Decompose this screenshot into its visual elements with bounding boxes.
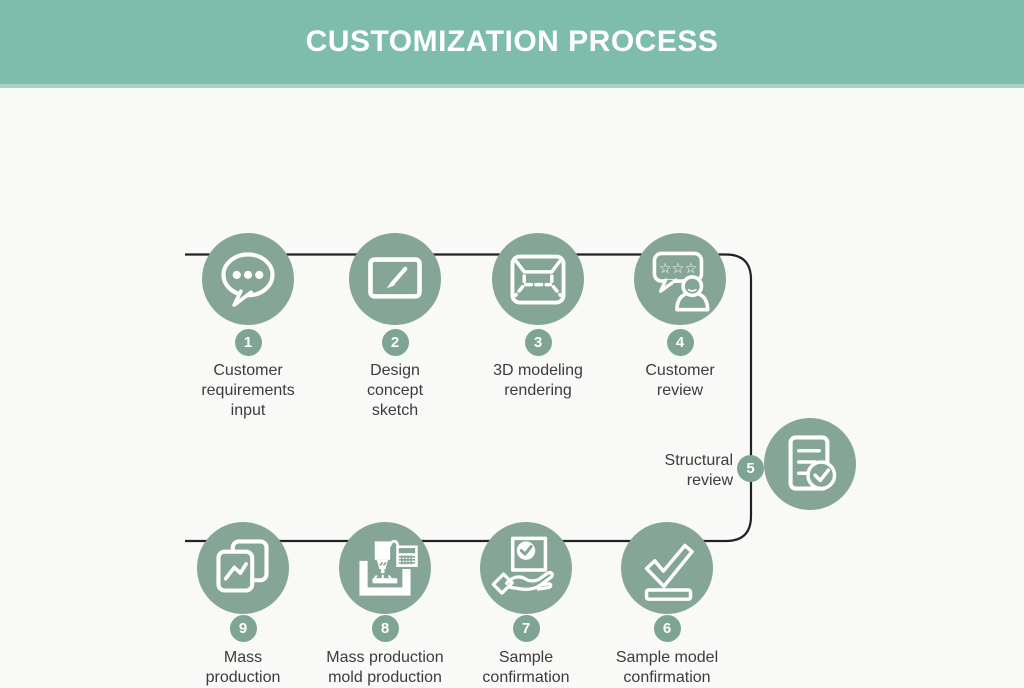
step-3-label: 3D modeling rendering [453,361,623,401]
step-9-icon-circle [197,522,289,614]
customer-review-icon: ☆☆☆ [652,251,710,312]
step-7-icon-circle [480,522,572,614]
step-2-number-badge: 2 [381,329,409,356]
step-1-icon-circle [202,233,294,325]
step-6-icon-circle [621,522,713,614]
step-5-icon-circle [764,418,856,510]
chat-bubble-icon [221,252,275,307]
step-4-number-badge: 4 [666,329,694,356]
step-2-label: Design concept sketch [310,361,480,421]
mold-machine-icon [359,539,418,596]
label-line: requirements [201,382,295,399]
label-line: Design [370,362,420,379]
label-line: sketch [371,402,419,419]
step-1-number-badge: 1 [234,329,262,356]
step-2-icon-circle [349,233,441,325]
label-line: 3D modeling [493,362,583,379]
step-4-icon-circle: ☆☆☆ [634,233,726,325]
label-line: review [656,382,704,399]
step-9-number-badge: 9 [229,615,257,642]
sample-model-check-icon [644,543,694,601]
step-6-number-badge: 6 [653,615,681,642]
sketch-tablet-icon [368,257,422,299]
label-line: review [686,472,733,489]
review-stars: ☆☆☆ [659,261,697,277]
label-line: production [205,669,281,686]
step-3-number-badge: 3 [524,329,552,356]
sample-in-hand-icon [491,536,554,595]
label-line: input [230,402,266,419]
step-8-icon-circle [339,522,431,614]
label-line: Structural [664,452,733,469]
step-5-number-badge: 5 [737,455,764,482]
process-diagram: 1 Customer requirements input 2 Design c… [0,88,1024,686]
page-title: CUSTOMIZATION PROCESS [305,25,719,58]
step-8-number-badge: 8 [371,615,399,642]
step-1-label: Customer requirements input [163,361,333,421]
label-line: Mass [223,649,263,666]
label-line: Customer [645,362,715,379]
connector-line [185,253,753,543]
label-line: concept [366,382,424,399]
step-9-label: Mass production [148,648,338,688]
structural-review-icon [788,435,837,491]
label-line: rendering [504,382,572,399]
step-7-number-badge: 7 [512,615,540,642]
header-banner: CUSTOMIZATION PROCESS [0,0,1024,88]
step-4-label: Customer review [595,361,765,401]
label-line: Customer [213,362,283,379]
step-5-label: Structural review [533,451,733,491]
mass-production-icon [216,539,269,593]
step-3-icon-circle [492,233,584,325]
3d-model-icon [510,254,566,305]
